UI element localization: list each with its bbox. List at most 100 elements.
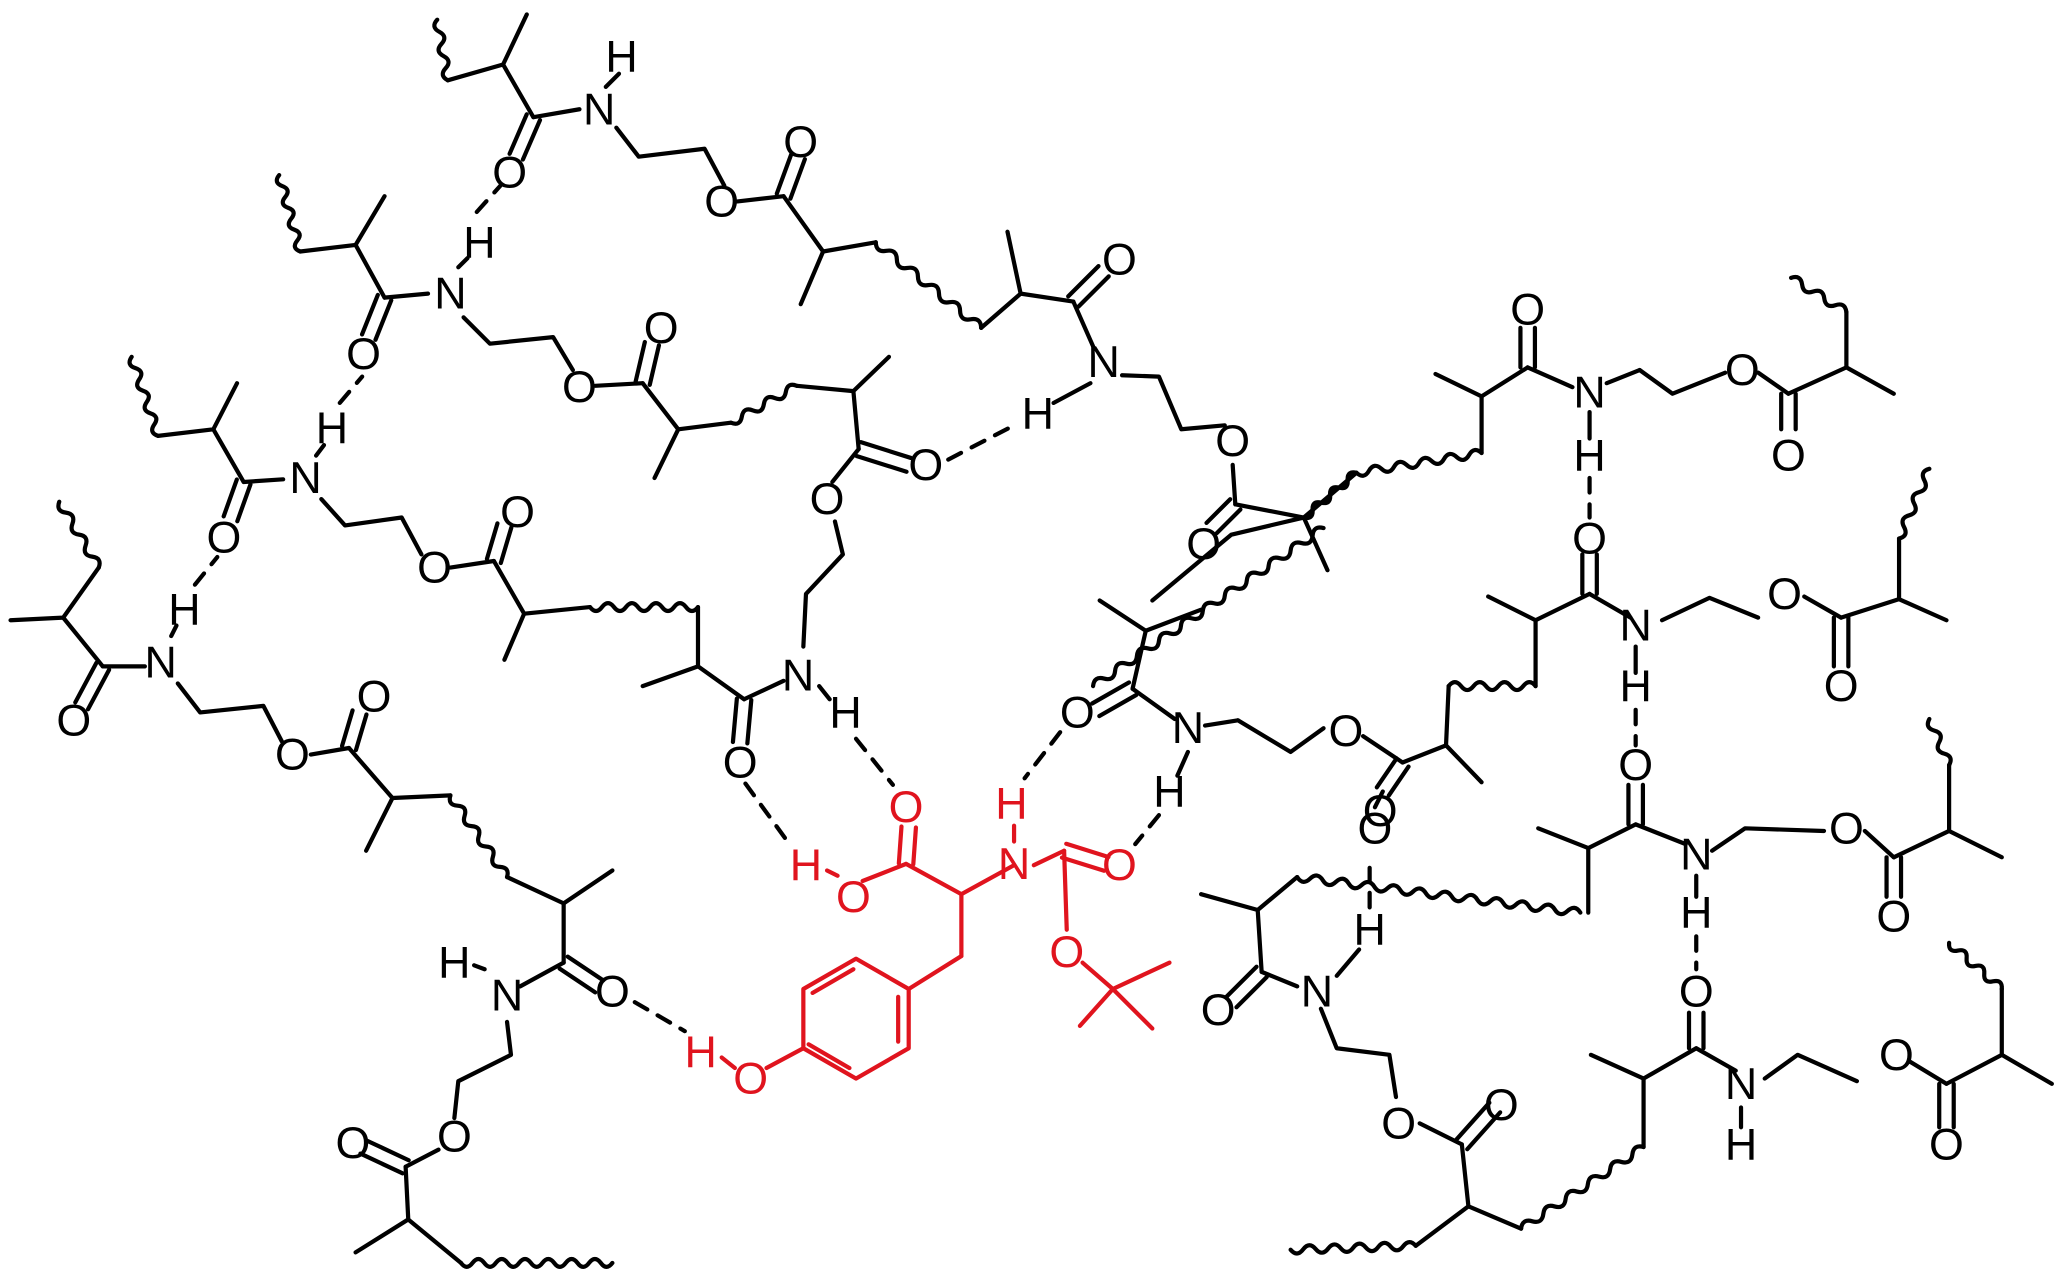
atom-label-o: O <box>1876 892 1911 942</box>
wavy-polymer-bond <box>1946 940 2004 992</box>
bond-chain <box>1659 595 1761 623</box>
bond-chain <box>1235 718 1326 755</box>
benzene-ring <box>801 956 911 1081</box>
single-bond <box>820 240 878 254</box>
bond-chain <box>640 604 701 689</box>
single-bond <box>1360 734 1405 765</box>
bond-chain <box>461 315 575 373</box>
double-bond <box>1214 507 1243 536</box>
atom-label-o: O <box>56 695 91 745</box>
atom-label-h: H <box>605 32 637 82</box>
single-bond <box>1130 686 1177 722</box>
double-bond <box>633 339 647 384</box>
atom-label-o: O <box>437 1111 472 1161</box>
single-bond <box>313 442 327 458</box>
single-bond <box>1062 848 1069 932</box>
single-bond <box>1372 789 1385 810</box>
single-bond <box>1175 749 1191 778</box>
atom-label-n: N <box>1172 703 1204 753</box>
atom-label-o: O <box>357 672 392 722</box>
atom-label-o: O <box>275 730 310 780</box>
double-bond <box>1234 974 1269 1010</box>
atom-label-o: O <box>733 1054 768 1104</box>
atom-label-o: O <box>1201 985 1236 1035</box>
wavy-polymer-bond <box>1446 680 1538 693</box>
atom-label-o: O <box>562 362 597 412</box>
single-bond <box>1413 1204 1471 1248</box>
single-bond <box>1051 381 1093 406</box>
network-bonds <box>8 12 2054 1269</box>
bond-chain <box>1097 598 1204 633</box>
single-bond <box>959 863 1017 897</box>
single-bond <box>390 793 453 801</box>
double-bond <box>339 708 355 749</box>
atom-label-n: N <box>1301 967 1333 1017</box>
single-bond <box>1202 718 1241 728</box>
wavy-polymer-bond <box>1788 274 1849 315</box>
double-bond <box>1454 1100 1492 1142</box>
atom-label-h: H <box>1680 888 1712 938</box>
bond-chain <box>1588 1052 1646 1081</box>
single-bond <box>382 291 431 300</box>
single-bond <box>1110 960 1172 992</box>
double-bond <box>373 298 394 342</box>
bond-chain <box>1119 373 1227 432</box>
atom-label-o: O <box>1771 431 1806 481</box>
atom-label-h: H <box>1153 766 1185 816</box>
double-bond <box>520 117 543 162</box>
bond-chain <box>175 681 284 744</box>
single-bond <box>1586 822 1638 851</box>
single-bond <box>1018 291 1076 304</box>
hydrogen-bond <box>1133 813 1162 847</box>
atom-label-h: H <box>829 687 861 737</box>
single-bond <box>522 604 593 616</box>
atom-label-o: O <box>336 1118 371 1168</box>
atom-label-o: O <box>704 176 739 226</box>
double-bond <box>1204 497 1233 526</box>
single-bond <box>403 1147 441 1169</box>
single-bond <box>1633 822 1688 847</box>
atom-label-o: O <box>1381 1098 1416 1148</box>
double-bond <box>507 112 529 156</box>
double-bond <box>1076 274 1111 309</box>
atom-label-n: N <box>491 971 523 1021</box>
double-bond <box>498 525 514 566</box>
bond-chain <box>781 194 826 307</box>
atom-label-o: O <box>492 147 527 197</box>
atom-label-n: N <box>782 651 814 701</box>
hydrogen-bond <box>853 736 896 787</box>
double-bond <box>1064 841 1111 860</box>
atom-label-o: O <box>1363 786 1398 836</box>
single-bond <box>593 381 645 388</box>
single-bond <box>1479 365 1530 399</box>
double-bond <box>353 712 369 753</box>
single-bond <box>1255 874 1300 913</box>
single-bond <box>308 745 352 757</box>
bond-chain <box>1486 594 1538 623</box>
single-bond <box>676 420 734 432</box>
bond-chain <box>298 194 387 254</box>
single-bond <box>1230 462 1238 507</box>
atom-label-o: O <box>346 329 381 379</box>
bond-chain <box>155 381 240 438</box>
bond-chain <box>1709 826 1827 853</box>
atom-label-o: O <box>908 440 943 490</box>
double-bond <box>1097 692 1139 719</box>
double-bond <box>1465 1110 1503 1152</box>
single-bond <box>764 1046 806 1071</box>
single-bond <box>1802 594 1844 620</box>
bond-chain <box>614 125 727 188</box>
single-bond <box>830 446 861 485</box>
atom-label-h: H <box>995 778 1027 828</box>
double-bond <box>1066 264 1101 299</box>
bond-chain <box>1150 515 1306 603</box>
single-bond <box>1400 743 1449 765</box>
atom-label-o: O <box>595 967 630 1017</box>
atom-label-n: N <box>1087 337 1119 387</box>
single-bond <box>211 427 246 485</box>
atom-label-o: O <box>1510 284 1545 334</box>
wavy-polymer-bond <box>458 1256 615 1269</box>
double-bond <box>364 1138 411 1163</box>
single-bond <box>906 953 964 992</box>
single-bond <box>241 477 286 485</box>
